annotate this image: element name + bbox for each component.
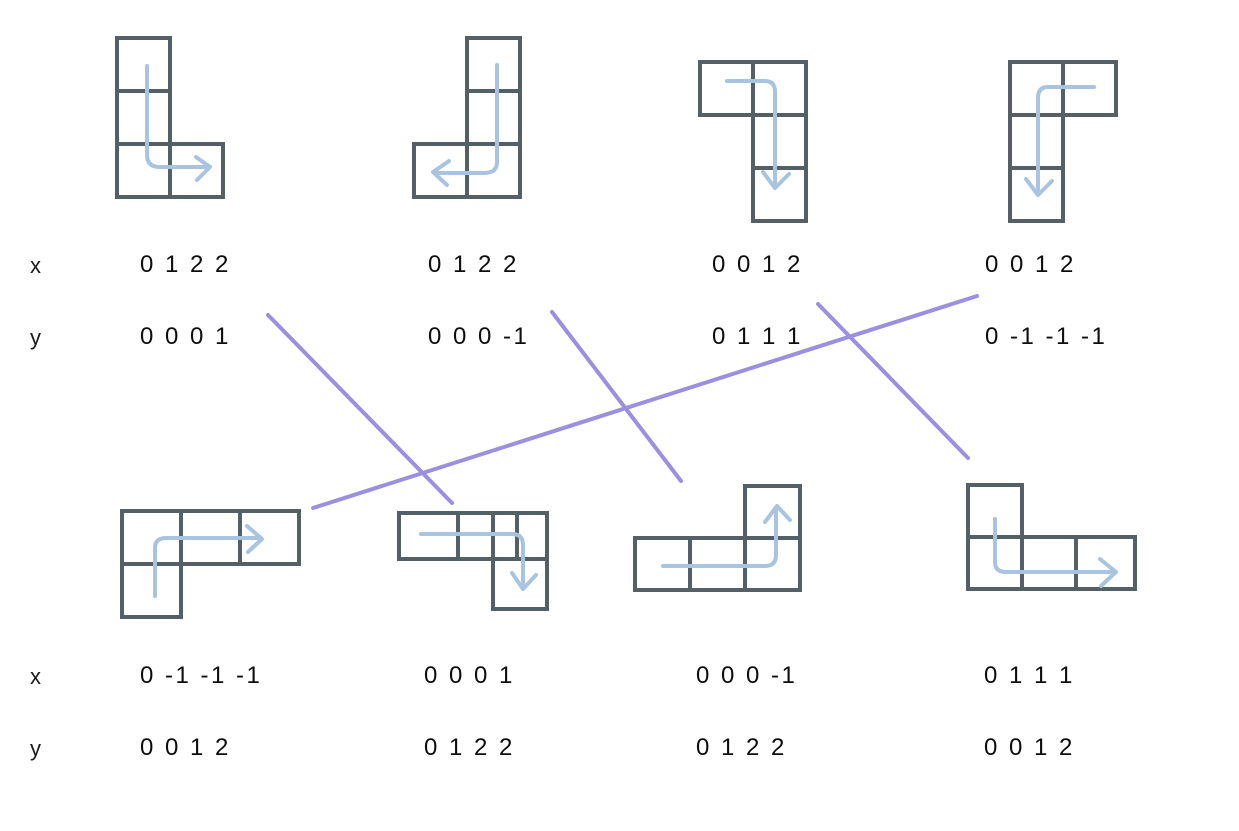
shape-bottom-3-x-values: 0 0 0 -1	[696, 662, 798, 689]
shape-bottom-4-x-values: 0 1 1 1	[984, 662, 1075, 689]
shape-top-2	[412, 36, 522, 199]
shape-top-3	[698, 60, 808, 223]
connector-2[interactable]	[550, 310, 683, 483]
shape-bottom-1-y-values: 0 0 1 2	[140, 734, 231, 761]
down-then-right-arrow	[145, 64, 212, 182]
down-then-left-arrow	[431, 63, 499, 187]
right-then-down-arrow	[725, 79, 791, 190]
shape-top-2-y-values: 0 0 0 -1	[428, 323, 530, 350]
grid-cells	[412, 36, 522, 199]
shape-top-3-x-values: 0 0 1 2	[712, 251, 803, 278]
bottom-row-x-label: x	[30, 664, 41, 689]
shape-top-2-x-values: 0 1 2 2	[428, 251, 519, 278]
right-then-down-arrow	[419, 532, 538, 591]
shape-bottom-2-x-values: 0 0 0 1	[424, 662, 515, 689]
shape-bottom-2	[397, 511, 549, 611]
shape-top-1-y-values: 0 0 0 1	[140, 323, 231, 350]
connector-4[interactable]	[311, 294, 979, 510]
top-row-x-label: x	[30, 253, 41, 278]
top-row-y-label: y	[30, 325, 41, 350]
shape-top-4	[1008, 60, 1118, 223]
connector-lines	[266, 294, 979, 510]
connector-3[interactable]	[816, 302, 970, 460]
shape-top-1	[115, 36, 225, 199]
up-then-right-arrow	[153, 524, 264, 598]
shape-bottom-4	[966, 483, 1137, 591]
shape-top-3-y-values: 0 1 1 1	[712, 323, 803, 350]
shape-top-4-y-values: 0 -1 -1 -1	[985, 323, 1108, 350]
grid-cells	[115, 36, 225, 199]
right-then-up-arrow	[661, 504, 792, 568]
shape-bottom-4-y-values: 0 0 1 2	[984, 734, 1075, 761]
shape-bottom-1	[120, 509, 301, 619]
bottom-row-y-label: y	[30, 736, 41, 761]
shape-bottom-3-y-values: 0 1 2 2	[696, 734, 787, 761]
down-then-right-arrow	[993, 517, 1118, 588]
shape-bottom-2-y-values: 0 1 2 2	[424, 734, 515, 761]
shape-top-4-x-values: 0 0 1 2	[985, 251, 1076, 278]
connector-1[interactable]	[266, 313, 454, 505]
right-then-down-arrow-mirrored	[1024, 85, 1096, 197]
grid-cells	[120, 509, 301, 619]
shape-top-1-x-values: 0 1 2 2	[140, 251, 231, 278]
shape-bottom-1-x-values: 0 -1 -1 -1	[140, 662, 263, 689]
grid-cells	[698, 60, 808, 223]
shape-bottom-3	[633, 484, 802, 592]
